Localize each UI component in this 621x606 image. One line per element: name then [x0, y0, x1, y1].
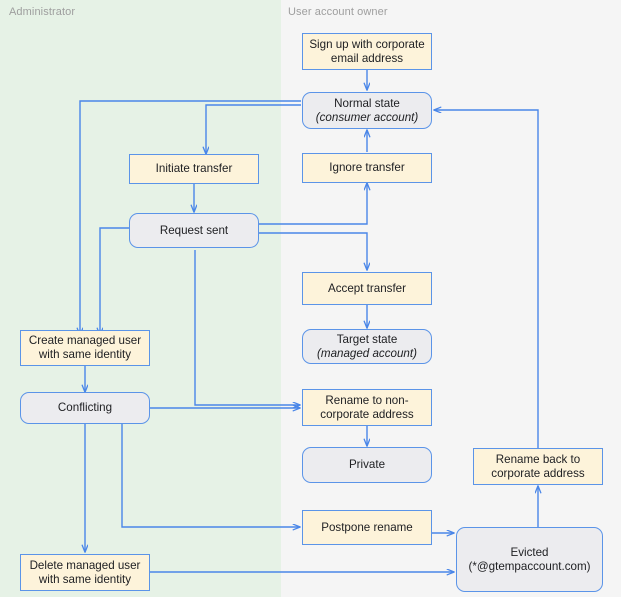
node-label: Create managed user with same identity — [28, 334, 142, 361]
node-ignore-transfer[interactable]: Ignore transfer — [302, 153, 432, 183]
lane-administrator — [0, 0, 281, 597]
node-normal-state[interactable]: Normal state (consumer account) — [302, 92, 432, 129]
lane-label-user-account-owner: User account owner — [288, 6, 388, 18]
edge-request-sent-to-accept — [258, 232, 367, 270]
edge-request-sent-to-ignore — [258, 183, 367, 225]
node-rename-back-to-corporate-address[interactable]: Rename back to corporate address — [473, 448, 603, 485]
edge-conflicting-to-postpone — [121, 420, 300, 527]
edge-request-sent-to-rename-non — [194, 250, 300, 405]
node-label: Delete managed user with same identity — [29, 558, 141, 586]
node-label: Postpone rename — [321, 520, 413, 534]
node-evicted[interactable]: Evicted (*@gtempaccount.com) — [456, 527, 603, 592]
edge-normal-state-to-create-user — [80, 100, 301, 335]
node-label: Sign up with corporate email address — [309, 37, 425, 65]
node-label: Rename back to corporate address — [491, 452, 585, 480]
edge-rename-back-to-normal-state — [434, 110, 539, 448]
node-target-state[interactable]: Target state (managed account) — [302, 329, 432, 364]
node-label: Conflicting — [57, 401, 113, 414]
node-initiate-transfer[interactable]: Initiate transfer — [129, 154, 259, 184]
node-label: Ignore transfer — [329, 161, 405, 174]
node-sublabel: (consumer account) — [315, 110, 419, 124]
node-private[interactable]: Private — [302, 447, 432, 483]
lane-label-administrator: Administrator — [9, 6, 76, 18]
node-sign-up-with-corporate-email-address[interactable]: Sign up with corporate email address — [302, 33, 432, 70]
node-postpone-rename[interactable]: Postpone rename — [302, 510, 432, 545]
node-conflicting[interactable]: Conflicting — [20, 392, 150, 424]
node-rename-to-non-corporate-address[interactable]: Rename to non-corporate address — [302, 389, 432, 426]
edge-request-sent-to-create-user — [100, 227, 130, 335]
node-label: Initiate transfer — [155, 162, 233, 175]
node-request-sent[interactable]: Request sent — [129, 213, 259, 248]
node-sublabel: (*@gtempaccount.com) — [468, 559, 591, 573]
node-accept-transfer[interactable]: Accept transfer — [302, 272, 432, 305]
node-delete-managed-user-with-same-identity[interactable]: Delete managed user with same identity — [20, 554, 150, 591]
node-label: Request sent — [159, 223, 229, 237]
node-label: Rename to non-corporate address — [320, 393, 414, 421]
node-label: Private — [348, 458, 386, 471]
edge-normal-state-to-initiate — [206, 104, 301, 154]
node-label: Accept transfer — [328, 281, 406, 295]
node-label: Normal state — [334, 96, 400, 110]
node-sublabel: (managed account) — [317, 346, 417, 360]
node-label: Target state — [336, 332, 398, 346]
node-label: Evicted — [510, 545, 549, 559]
node-create-managed-user-with-same-identity[interactable]: Create managed user with same identity — [20, 330, 150, 366]
